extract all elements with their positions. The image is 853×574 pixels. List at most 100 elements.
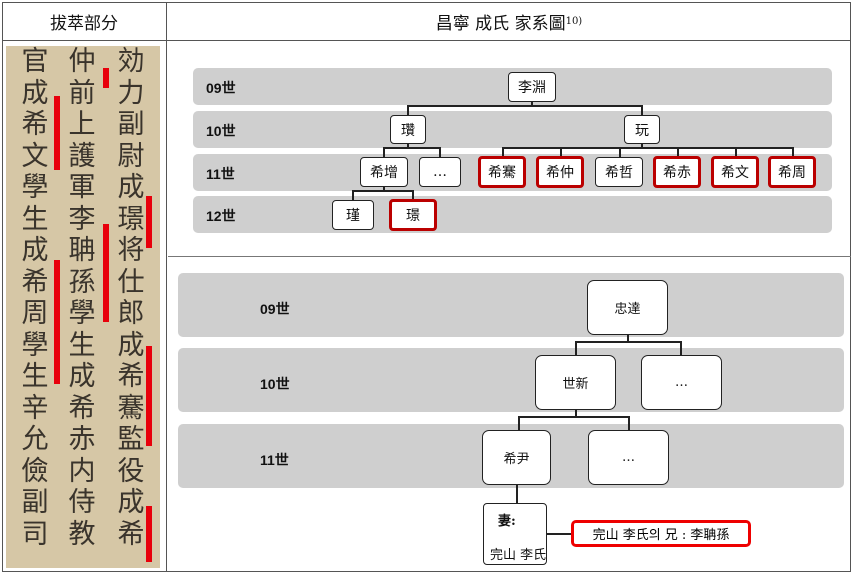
excerpt-character: 監	[117, 424, 145, 455]
red-mark	[103, 224, 109, 322]
generation-band	[193, 111, 832, 148]
excerpt-column-1: 官成希文學生成希周學生辛允儉副司	[12, 46, 58, 550]
excerpt-character: 将	[117, 235, 145, 266]
right-header-text: 昌寧 成氏 家系圖	[435, 13, 566, 34]
document-excerpt-image: 官成希文學生成希周學生辛允儉副司 仲前上護軍李聃孫學生成希赤内侍教 効力副尉成璟…	[6, 46, 160, 568]
excerpt-column-2: 仲前上護軍李聃孫學生成希赤内侍教	[59, 46, 105, 550]
connector-line	[407, 144, 409, 148]
generation-label: 09世	[206, 80, 236, 96]
connector-line	[677, 147, 679, 157]
excerpt-character: 辛	[21, 392, 49, 424]
connector-line	[352, 190, 414, 192]
highlighted-person-node: 希騫	[478, 156, 526, 188]
excerpt-character: 内	[68, 455, 96, 487]
excerpt-character: 學	[21, 329, 49, 361]
connector-line	[641, 144, 643, 148]
connector-line	[627, 335, 629, 343]
connector-line	[628, 416, 630, 430]
excerpt-character: 生	[21, 203, 49, 235]
excerpt-character: 生	[68, 329, 96, 361]
excerpt-character: 軍	[68, 172, 96, 203]
connector-line	[383, 147, 441, 149]
generation-label: 12世	[206, 208, 236, 224]
excerpt-character: 護	[68, 140, 96, 172]
connector-line	[575, 341, 577, 355]
excerpt-character: 孫	[68, 266, 96, 298]
person-node: 瑾	[332, 200, 374, 230]
excerpt-character: 仲	[68, 46, 96, 77]
section-divider	[168, 256, 851, 257]
excerpt-character: 希	[117, 518, 145, 550]
highlighted-person-node: 希文	[711, 156, 759, 188]
connector-line	[407, 105, 643, 107]
excerpt-character: 儉	[21, 455, 49, 487]
excerpt-character: 希	[21, 266, 49, 298]
excerpt-character: 成	[117, 172, 145, 203]
connector-line	[619, 147, 621, 157]
connector-line	[383, 187, 385, 191]
person-node: …	[641, 355, 722, 410]
spouse-label: 妻:	[498, 514, 516, 529]
person-node: …	[419, 157, 461, 187]
connector-line	[383, 147, 385, 157]
connector-line	[680, 341, 682, 355]
excerpt-character: 學	[21, 172, 49, 203]
excerpt-character: 官	[21, 46, 49, 77]
excerpt-character: 力	[117, 77, 145, 109]
connector-line	[516, 485, 518, 503]
person-node: 希尹	[482, 430, 551, 485]
excerpt-character: 侍	[68, 487, 96, 518]
excerpt-character: 成	[117, 329, 145, 361]
header-divider	[2, 40, 851, 41]
person-node: 瓚	[390, 115, 426, 144]
excerpt-character: 仕	[117, 266, 145, 298]
excerpt-character: 効	[117, 46, 145, 77]
highlighted-person-node: 璟	[389, 199, 437, 231]
left-header: 拔萃部分	[2, 2, 166, 40]
excerpt-column-3: 効力副尉成璟将仕郎成希騫監役成希	[108, 46, 154, 550]
highlighted-person-node: 希赤	[653, 156, 701, 188]
person-node: 忠達	[587, 280, 668, 335]
red-mark	[54, 96, 60, 170]
spouse-name: 完山 李氏	[490, 548, 547, 563]
person-node: 世新	[535, 355, 616, 410]
left-header-text: 拔萃部分	[50, 13, 118, 34]
excerpt-character: 騫	[117, 392, 145, 424]
red-mark	[146, 346, 152, 446]
connector-line	[641, 105, 643, 115]
excerpt-character: 赤	[68, 424, 96, 455]
excerpt-character: 成	[21, 77, 49, 109]
connector-line	[792, 147, 794, 157]
connector-line	[502, 147, 504, 157]
excerpt-character: 司	[21, 518, 49, 550]
excerpt-character: 允	[21, 424, 49, 455]
connector-line	[407, 105, 409, 115]
generation-label: 09世	[260, 301, 290, 317]
highlighted-person-node: 希周	[768, 156, 816, 188]
excerpt-character: 副	[117, 109, 145, 140]
excerpt-character: 希	[117, 361, 145, 392]
excerpt-character: 文	[21, 140, 49, 172]
connector-line	[735, 147, 737, 157]
red-mark	[146, 506, 152, 562]
generation-band	[193, 196, 832, 233]
generation-label: 11世	[260, 452, 289, 468]
connector-line	[531, 102, 533, 106]
excerpt-character: 周	[21, 298, 49, 329]
generation-band	[178, 348, 844, 412]
excerpt-character: 成	[117, 487, 145, 518]
generation-label: 11世	[206, 166, 235, 182]
red-mark	[146, 196, 152, 248]
connector-line	[560, 147, 562, 157]
generation-label: 10世	[260, 376, 290, 392]
connector-line	[439, 147, 441, 157]
excerpt-character: 希	[21, 109, 49, 140]
excerpt-character: 學	[68, 298, 96, 329]
excerpt-character: 李	[68, 203, 96, 235]
connector-line	[575, 341, 682, 343]
person-node: 李淵	[508, 72, 556, 102]
connector-line	[412, 190, 414, 200]
footnote-mark: 10)	[565, 15, 583, 27]
